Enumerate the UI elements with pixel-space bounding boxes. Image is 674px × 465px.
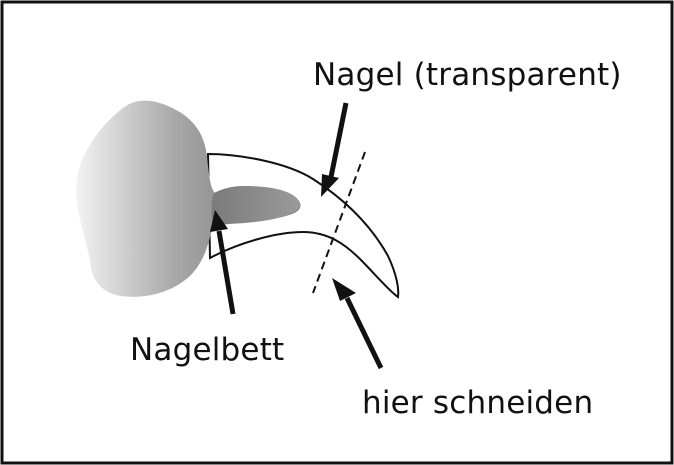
nail-label: Nagel (transparent) (313, 60, 622, 91)
nail-bed-label: Nagelbett (130, 335, 284, 366)
cut-here-label: hier schneiden (362, 388, 593, 419)
